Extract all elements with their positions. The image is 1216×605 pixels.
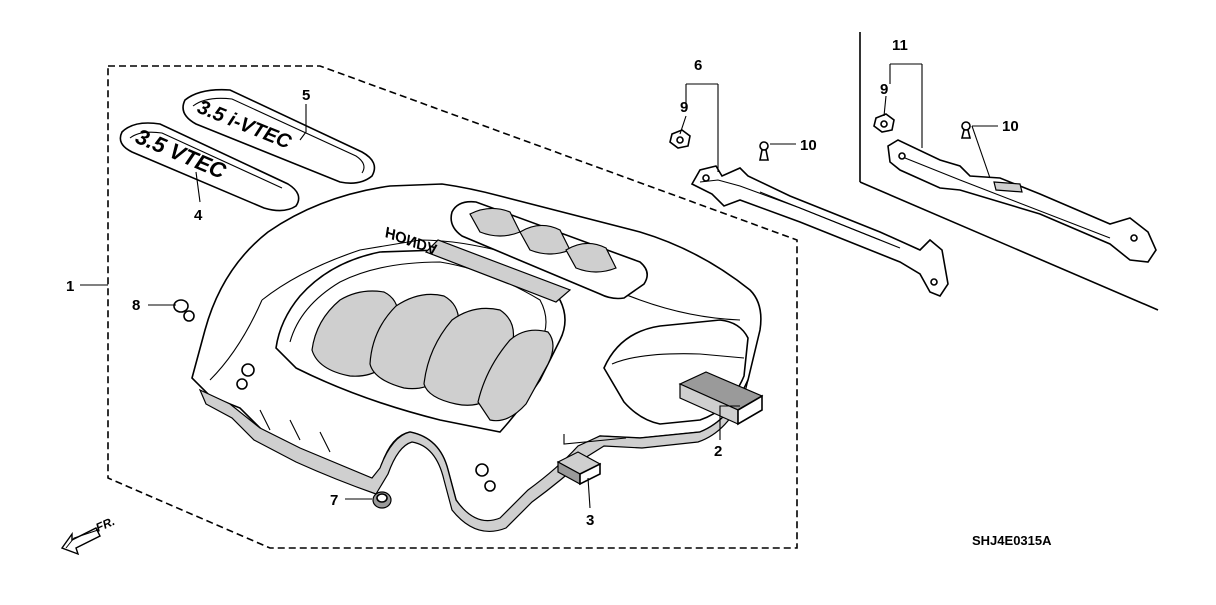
damper-2 xyxy=(678,371,764,426)
callout-6: 6 xyxy=(694,57,702,74)
grommet-8 xyxy=(173,299,195,322)
callout-11: 11 xyxy=(892,37,908,54)
leader-lines xyxy=(80,63,998,509)
callout-1: 1 xyxy=(66,278,74,295)
damper-3 xyxy=(556,451,602,486)
callout-4: 4 xyxy=(194,207,203,224)
grommet-7 xyxy=(372,491,392,509)
callout-10-left: 10 xyxy=(800,137,817,154)
callout-2: 2 xyxy=(714,443,722,460)
front-arrow-icon: FR. xyxy=(60,514,117,556)
bracket-6 xyxy=(669,129,949,297)
callout-5: 5 xyxy=(302,87,310,104)
diagram-code: SHJ4E0315A xyxy=(972,533,1052,548)
assembly-boundary xyxy=(107,65,798,549)
engine-cover: HONDA xyxy=(191,183,762,532)
bracket-11 xyxy=(859,32,1159,311)
callout-10-right: 10 xyxy=(1002,118,1019,135)
callout-7: 7 xyxy=(330,492,338,509)
callout-3: 3 xyxy=(586,512,594,529)
callout-9-left: 9 xyxy=(680,99,688,116)
callouts: 1 2 3 4 5 6 7 8 9 9 10 10 11 xyxy=(66,37,1019,529)
callout-8: 8 xyxy=(132,297,140,314)
front-marker-label: FR. xyxy=(94,514,117,535)
callout-9-right: 9 xyxy=(880,81,888,98)
